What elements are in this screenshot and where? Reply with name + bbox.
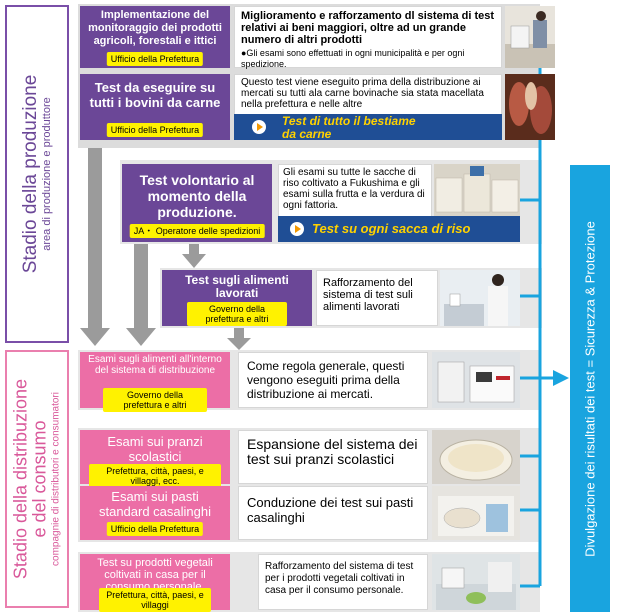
voluntary-highlight-bar: Test su ogni sacca di riso	[278, 216, 520, 242]
processed-org: Governo della prefettura e altri	[187, 302, 287, 326]
gray-arrow-head-3	[182, 254, 206, 268]
home-vegetables-desc: Rafforzamento del sistema di test per i …	[265, 561, 414, 596]
cattle-desc-box: Questo test viene eseguito prima della d…	[234, 74, 502, 114]
rice-bags-photo	[434, 164, 520, 216]
school-lunch-title: Esami sui pranzi scolastici	[107, 434, 203, 464]
school-lunch-title-box: Esami sui pranzi scolastici Prefettura, …	[80, 430, 230, 488]
home-meals-org: Ufficio della Prefettura	[106, 522, 204, 536]
play-icon	[290, 222, 304, 236]
cattle-title-box: Test da eseguire su tutti i bovini da ca…	[80, 74, 230, 140]
cattle-desc: Questo test viene eseguito prima della d…	[241, 77, 484, 110]
distribution-food-desc: Come regola generale, questi vengono ese…	[247, 359, 405, 401]
home-meals-title-box: Esami sui pasti standard casalinghi Uffi…	[80, 486, 230, 540]
voluntary-desc-box: Gli esami su tutte le sacche di riso col…	[278, 164, 432, 216]
gray-arrow-group	[80, 148, 251, 350]
meat-photo	[505, 74, 555, 140]
cattle-org: Ufficio della Prefettura	[106, 123, 204, 137]
home-vegetables-org: Prefettura, città, paesi, e villaggi	[99, 588, 211, 612]
home-meals-desc-box: Conduzione dei test sui pasti casalinghi	[238, 486, 428, 540]
lab-photo-art	[505, 6, 555, 68]
meat-photo-art	[505, 74, 555, 140]
monitoring-desc-box: Miglioramento e rafforzamento dl sistema…	[234, 6, 502, 69]
voluntary-title-box: Test volontario al momento della produzi…	[122, 164, 272, 242]
home-vegetables-title-box: Test su prodotti vegetali coltivati in c…	[80, 554, 230, 612]
home-vegetables-photo	[432, 554, 520, 610]
cattle-highlight-bar: Test di tutto il bestiame da carne	[234, 114, 502, 141]
home-meals-title: Esami sui pasti standard casalinghi	[98, 489, 212, 519]
home-meals-photo-art	[432, 486, 520, 540]
processed-title: Test sugli alimenti lavorati	[185, 273, 289, 300]
distribution-stage-title-line2: e del consumo	[29, 420, 50, 538]
home-meals-photo	[432, 486, 520, 540]
gray-arrow-head-1	[80, 328, 110, 346]
distribution-food-org: Governo della prefettura e altri	[103, 388, 207, 412]
gray-arrow-shaft-3	[189, 244, 199, 254]
cattle-highlight: Test di tutto il bestiame da carne	[282, 114, 416, 141]
monitoring-title: Implementazione del monitoraggio dei pro…	[88, 9, 222, 47]
cattle-title: Test da eseguire su tutti i bovini da ca…	[89, 80, 221, 110]
gray-arrow-shaft-4	[234, 328, 244, 338]
voluntary-highlight: Test su ogni sacca di riso	[312, 221, 471, 236]
disclosure-text: Divulgazione dei risultati dei test = Si…	[582, 220, 598, 557]
home-meals-desc: Conduzione dei test sui pasti casalinghi	[247, 495, 414, 525]
rice-bags-photo-art	[434, 164, 520, 216]
processed-lab-photo	[440, 270, 520, 326]
distribution-food-desc-box: Come regola generale, questi vengono ese…	[238, 352, 428, 408]
production-stage-box: Stadio della produzione area di produzio…	[5, 5, 69, 343]
home-vegetables-photo-art	[432, 554, 520, 610]
distribution-stage-box: Stadio della distribuzione e del consumo…	[5, 350, 69, 608]
monitoring-note: ●Gli esami sono effettuati in ogni munic…	[241, 48, 465, 69]
distribution-machine-photo-art	[432, 352, 520, 408]
monitoring-title-box: Implementazione del monitoraggio dei pro…	[80, 6, 230, 68]
monitoring-desc: Miglioramento e rafforzamento dl sistema…	[241, 10, 495, 46]
processed-desc: Rafforzamento del sistema di test suli a…	[323, 277, 413, 313]
gray-arrow-shaft-1	[88, 148, 102, 328]
school-lunch-desc-box: Espansione del sistema dei test sui pran…	[238, 430, 428, 484]
processed-desc-box: Rafforzamento del sistema di test suli a…	[316, 270, 438, 326]
processed-title-box: Test sugli alimenti lavorati Governo del…	[162, 270, 312, 326]
voluntary-title: Test volontario al momento della produzi…	[139, 172, 255, 220]
monitoring-org: Ufficio della Prefettura	[106, 52, 204, 66]
distribution-food-title: Esami sugli alimenti all'interno del sis…	[88, 354, 222, 376]
blue-arrow-head-right	[553, 370, 569, 386]
gray-arrow-head-4	[227, 338, 251, 350]
home-vegetables-desc-box: Rafforzamento del sistema di test per i …	[258, 554, 428, 610]
production-stage-title: Stadio della produzione	[20, 74, 41, 274]
distribution-stage-title-line1: Stadio della distribuzione	[10, 378, 31, 580]
production-stage-subtitle: area di produzione e produttore	[41, 97, 53, 251]
gray-arrow-shaft-2	[134, 244, 148, 328]
play-icon	[252, 120, 266, 134]
gray-arrow-head-2	[126, 328, 156, 346]
lab-photo	[505, 6, 555, 68]
distribution-food-title-box: Esami sugli alimenti all'interno del sis…	[80, 352, 230, 412]
school-lunch-org: Prefettura, città, paesi, e villaggi, ec…	[89, 464, 221, 488]
school-lunch-photo	[432, 430, 520, 484]
processed-lab-photo-art	[440, 270, 520, 326]
distribution-stage-subtitle: compagnie di distributori e consumatori	[50, 392, 62, 566]
disclosure-column: Divulgazione dei risultati dei test = Si…	[570, 165, 610, 612]
school-lunch-photo-art	[432, 430, 520, 484]
distribution-machine-photo	[432, 352, 520, 408]
school-lunch-desc: Espansione del sistema dei test sui pran…	[247, 436, 418, 467]
voluntary-desc: Gli esami su tutte le sacche di riso col…	[283, 167, 425, 211]
voluntary-org: JA・ Operatore delle spedizioni	[129, 224, 265, 238]
